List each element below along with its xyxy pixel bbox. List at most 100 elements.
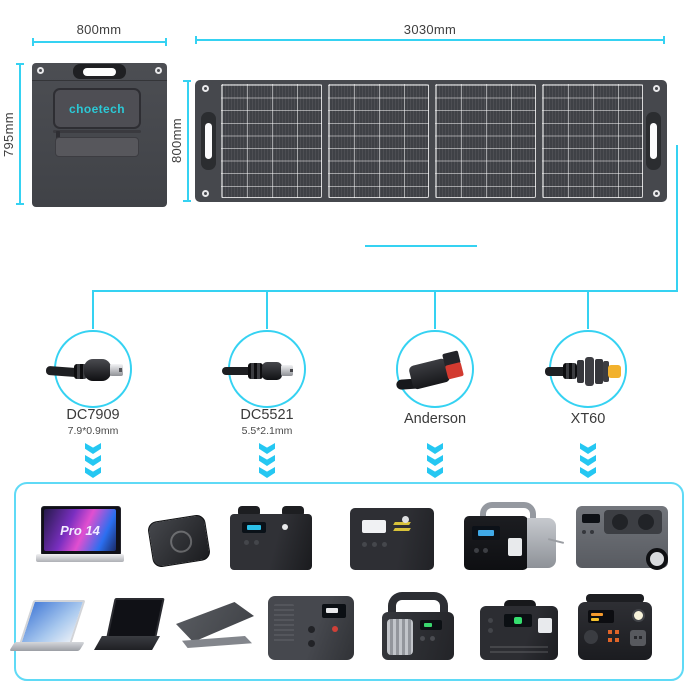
station-body	[268, 596, 354, 660]
solar-cell-section	[542, 84, 643, 198]
plug-tip-hole	[119, 368, 122, 372]
plug-flange	[585, 357, 594, 386]
laptop-lid	[176, 602, 254, 642]
dimension-tick	[16, 203, 24, 205]
chevron-down-icon	[580, 443, 596, 454]
chevron-down-icon	[85, 467, 101, 478]
yellow-stripe	[393, 528, 411, 531]
brand-logo: choetech	[69, 101, 125, 116]
device-power-station-green-display	[480, 600, 558, 660]
station-arch-handle	[388, 592, 448, 618]
plug-barrel	[84, 359, 111, 381]
plug-strain-relief	[563, 363, 577, 379]
laptop-screen-text: Pro 14	[60, 522, 100, 538]
panel-seam	[32, 80, 167, 81]
connector-label-xt60: XT60	[570, 411, 606, 427]
station-port	[420, 636, 425, 641]
usb-port	[615, 638, 619, 642]
station-port	[483, 548, 488, 553]
down-arrows-icon	[85, 443, 101, 478]
station-port	[488, 618, 493, 623]
carry-handle	[73, 64, 126, 79]
plug-barrel	[262, 362, 282, 380]
station-button	[254, 540, 259, 545]
station-vent-line	[490, 646, 548, 648]
station-top-vent	[604, 510, 662, 534]
station-display	[504, 614, 532, 627]
chevron-down-icon	[580, 455, 596, 466]
harness-line	[92, 290, 678, 292]
plug-tip	[110, 364, 123, 376]
fan-icon	[612, 514, 628, 530]
station-display	[588, 610, 614, 623]
dimension-tick	[183, 80, 191, 82]
station-outlet	[630, 630, 646, 646]
station-body	[480, 606, 558, 660]
device-power-station-yellow-accent	[350, 508, 434, 570]
plug-flange	[595, 359, 603, 384]
chevron-down-icon	[580, 467, 596, 478]
unfolded-solar-panel	[195, 80, 667, 202]
usb-port	[615, 630, 619, 634]
station-handle-bar	[586, 594, 644, 603]
xt60-connector-circle	[545, 330, 627, 408]
solar-cell-section	[435, 84, 536, 198]
down-arrows-icon	[427, 443, 443, 478]
station-port	[590, 530, 594, 534]
device-power-station-front-panel	[576, 594, 654, 660]
zipper-line	[53, 130, 141, 133]
folded-solar-panel: choetech	[32, 63, 167, 207]
grommet-icon	[37, 67, 44, 74]
dimension-tick	[16, 63, 24, 65]
station-button	[332, 626, 338, 632]
laptop-screen	[18, 600, 86, 646]
usb-port	[608, 630, 612, 634]
device-gray-closed-laptop	[176, 602, 254, 650]
station-port	[430, 636, 435, 641]
grommet-icon	[155, 67, 162, 74]
down-arrows-icon	[580, 443, 596, 478]
dimension-tick	[663, 36, 665, 44]
lamp-icon	[632, 609, 645, 622]
device-power-station-side-display	[268, 596, 354, 660]
handle-cutout	[83, 68, 116, 76]
usb-port	[608, 638, 612, 642]
connector-sublabel-dc5521: 5.5*2.1mm	[241, 425, 293, 437]
yellow-stripe	[393, 522, 411, 525]
unfolded-height-label: 800mm	[169, 118, 184, 164]
station-handle	[238, 506, 260, 517]
folded-height-line	[19, 63, 21, 205]
dimension-tick	[165, 38, 167, 46]
station-display	[582, 514, 600, 523]
chevron-down-icon	[427, 467, 443, 478]
folded-width-line	[32, 41, 167, 43]
chevron-down-icon	[85, 455, 101, 466]
station-outlet	[508, 538, 522, 556]
station-silver-panel	[387, 619, 413, 655]
station-display	[362, 520, 386, 533]
anderson-connector-circle	[396, 330, 474, 408]
device-wireless-power-bank	[146, 513, 212, 569]
left-handle	[201, 112, 216, 170]
station-port	[474, 548, 479, 553]
dc5521-connector-circle	[222, 330, 306, 408]
dimension-tick	[32, 38, 34, 46]
station-side-panel	[527, 518, 556, 568]
handle-cutout	[205, 123, 212, 159]
laptop-screen: Pro 14	[41, 506, 121, 556]
station-port	[582, 530, 586, 534]
station-handle	[282, 506, 304, 517]
station-body	[350, 508, 434, 570]
power-button	[282, 524, 288, 530]
station-vent-line	[490, 651, 548, 653]
station-handle	[504, 600, 536, 610]
station-port	[308, 626, 315, 633]
plug-housing-red	[445, 362, 464, 380]
front-pocket: choetech	[53, 88, 141, 129]
xt60-plug-icon	[545, 332, 625, 406]
dimension-tick	[183, 200, 191, 202]
plug-tip	[281, 365, 293, 376]
wireless-charge-ring	[168, 529, 194, 555]
fan-icon	[638, 514, 654, 530]
